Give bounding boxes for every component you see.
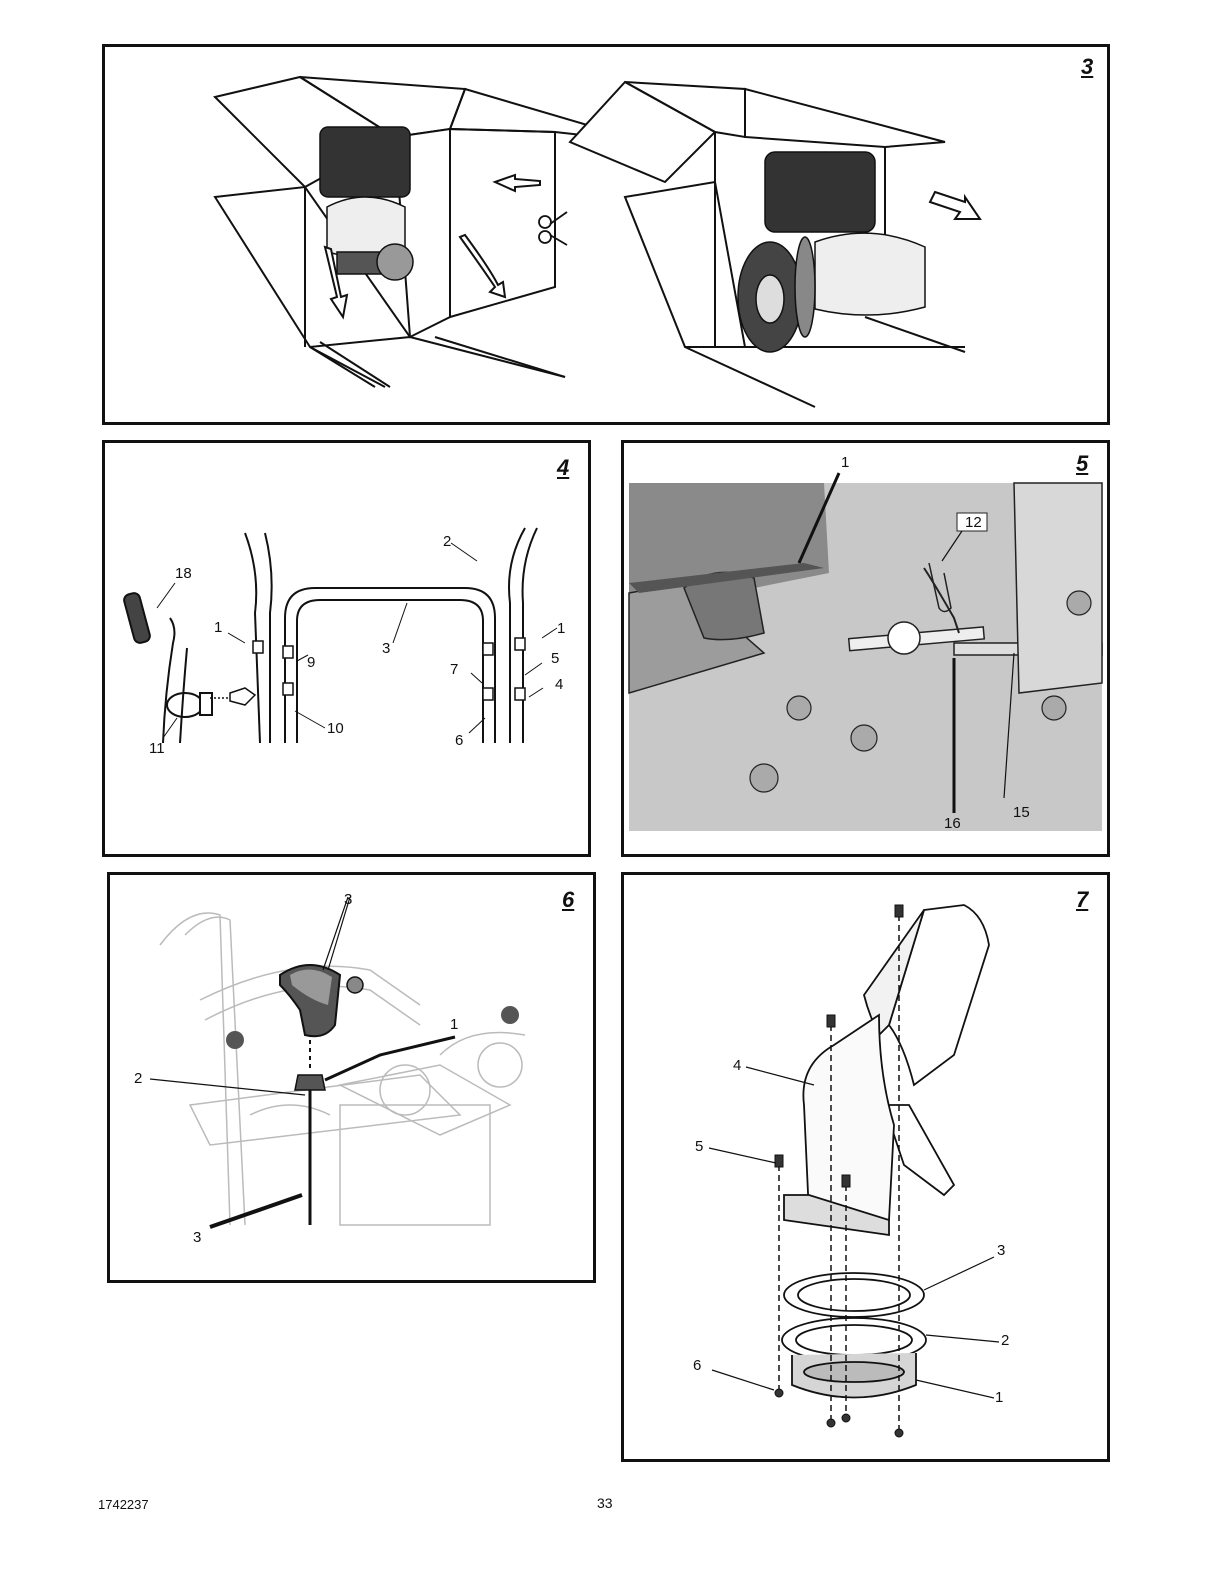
- callout-label: 4: [555, 677, 563, 692]
- scissors-icon: [539, 212, 567, 245]
- figure-3-panel: 3: [102, 44, 1110, 425]
- figure-5-panel: 5 1 12 16 15: [621, 440, 1110, 857]
- figure-4-panel: 4 18 1 9 3 2 1 5 7 4 10 11 6: [102, 440, 591, 857]
- callout-label: 10: [327, 721, 344, 736]
- page-number: 33: [597, 1495, 613, 1511]
- callout-label: 3: [193, 1230, 201, 1245]
- figure-number: 7: [1076, 887, 1088, 913]
- callout-label: 1: [214, 620, 222, 635]
- callout-label: 5: [695, 1139, 703, 1154]
- callout-label: 1: [450, 1017, 458, 1032]
- callout-label: 12: [965, 515, 982, 530]
- callout-label: 2: [134, 1071, 142, 1086]
- figure-6-illustration: [110, 875, 593, 1280]
- figure-6-panel: 6 3 1 2 3: [107, 872, 596, 1283]
- figure-number: 5: [1076, 451, 1088, 477]
- callout-label: 3: [382, 641, 390, 656]
- callout-label: 7: [450, 662, 458, 677]
- figure-4-illustration: [105, 443, 588, 854]
- callout-label: 16: [944, 816, 961, 831]
- document-number: 1742237: [98, 1497, 149, 1512]
- callout-label: 11: [149, 741, 165, 756]
- figure-7-panel: 7 4 5 3 2 6 1: [621, 872, 1110, 1462]
- figure-3-illustration: [105, 47, 1107, 422]
- callout-label: 3: [997, 1243, 1005, 1258]
- callout-label: 5: [551, 651, 559, 666]
- figure-number: 4: [557, 455, 569, 481]
- callout-label: 4: [733, 1058, 741, 1073]
- callout-label: 1: [557, 621, 565, 636]
- figure-number: 3: [1081, 54, 1093, 80]
- callout-label: 1: [841, 455, 849, 470]
- callout-label: 18: [175, 566, 192, 581]
- callout-label: 15: [1013, 805, 1030, 820]
- callout-label: 9: [307, 655, 315, 670]
- callout-label: 3: [344, 892, 352, 907]
- callout-label: 2: [1001, 1333, 1009, 1348]
- callout-label: 2: [443, 534, 451, 549]
- figure-5-illustration: [624, 443, 1107, 854]
- figure-number: 6: [562, 887, 574, 913]
- callout-label: 1: [995, 1390, 1003, 1405]
- callout-label: 6: [693, 1358, 701, 1373]
- callout-label: 6: [455, 733, 463, 748]
